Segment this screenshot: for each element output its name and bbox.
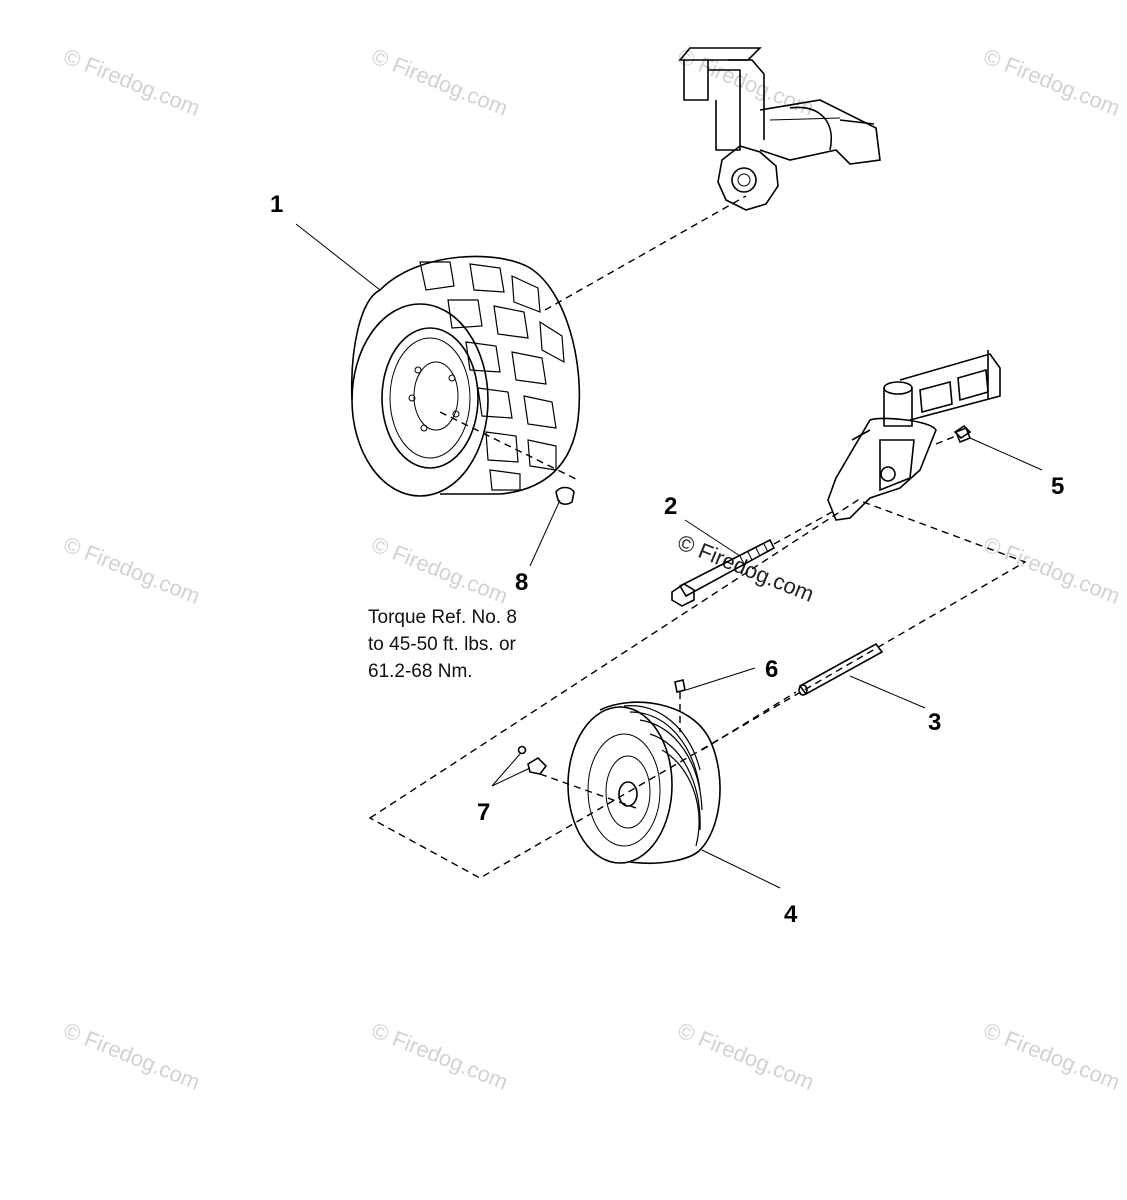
watermark-text: © Firedog.com: [368, 531, 511, 608]
callout-3: 3: [928, 709, 941, 736]
callout-8: 8: [515, 569, 528, 596]
callout-6: 6: [765, 656, 778, 683]
callout-4: 4: [784, 901, 798, 928]
lug-nut-8: [555, 486, 575, 505]
torque-note-line: to 45-50 ft. lbs. or: [368, 634, 516, 655]
torque-note-line: Torque Ref. No. 8: [368, 607, 517, 628]
watermark-text: © Firedog.com: [60, 43, 203, 120]
watermark-text: © Firedog.com: [60, 1017, 203, 1094]
watermark-text: © Firedog.com: [980, 531, 1123, 608]
front-wheel: [567, 701, 721, 865]
watermark-text: © Firedog.com: [368, 1017, 511, 1094]
watermark-layer: © Firedog.com © Firedog.com © Firedog.co…: [60, 43, 1123, 1094]
bolt: [671, 538, 776, 607]
watermark-text: © Firedog.com: [674, 43, 817, 120]
rear-axle-assembly: [678, 47, 881, 211]
watermark-text: © Firedog.com: [60, 531, 203, 608]
explode-lines: [368, 195, 1027, 879]
grease-fitting-6: [674, 679, 686, 693]
torque-note-line: 61.2-68 Nm.: [368, 661, 473, 682]
torque-note: Torque Ref. No. 8 to 45-50 ft. lbs. or 6…: [368, 604, 517, 685]
callout-2: 2: [664, 493, 677, 520]
callout-1: 1: [270, 191, 283, 218]
axle-rod: [798, 642, 884, 696]
callout-5: 5: [1051, 473, 1064, 500]
callout-labels: 1 2 3 4 5 6 7 8: [270, 191, 1064, 928]
fittings-7: [517, 745, 548, 775]
watermark-text: © Firedog.com: [674, 1017, 817, 1094]
leader-lines: [295, 223, 1043, 889]
watermark-text: © Firedog.com: [980, 43, 1123, 120]
watermark-text: © Firedog.com: [980, 1017, 1123, 1094]
tire-tread-pattern: [419, 261, 565, 491]
watermark-text: © Firedog.com: [368, 43, 511, 120]
callout-7: 7: [477, 799, 490, 826]
caster-fork-assembly: [827, 350, 1001, 521]
rear-wheel: [350, 255, 581, 497]
